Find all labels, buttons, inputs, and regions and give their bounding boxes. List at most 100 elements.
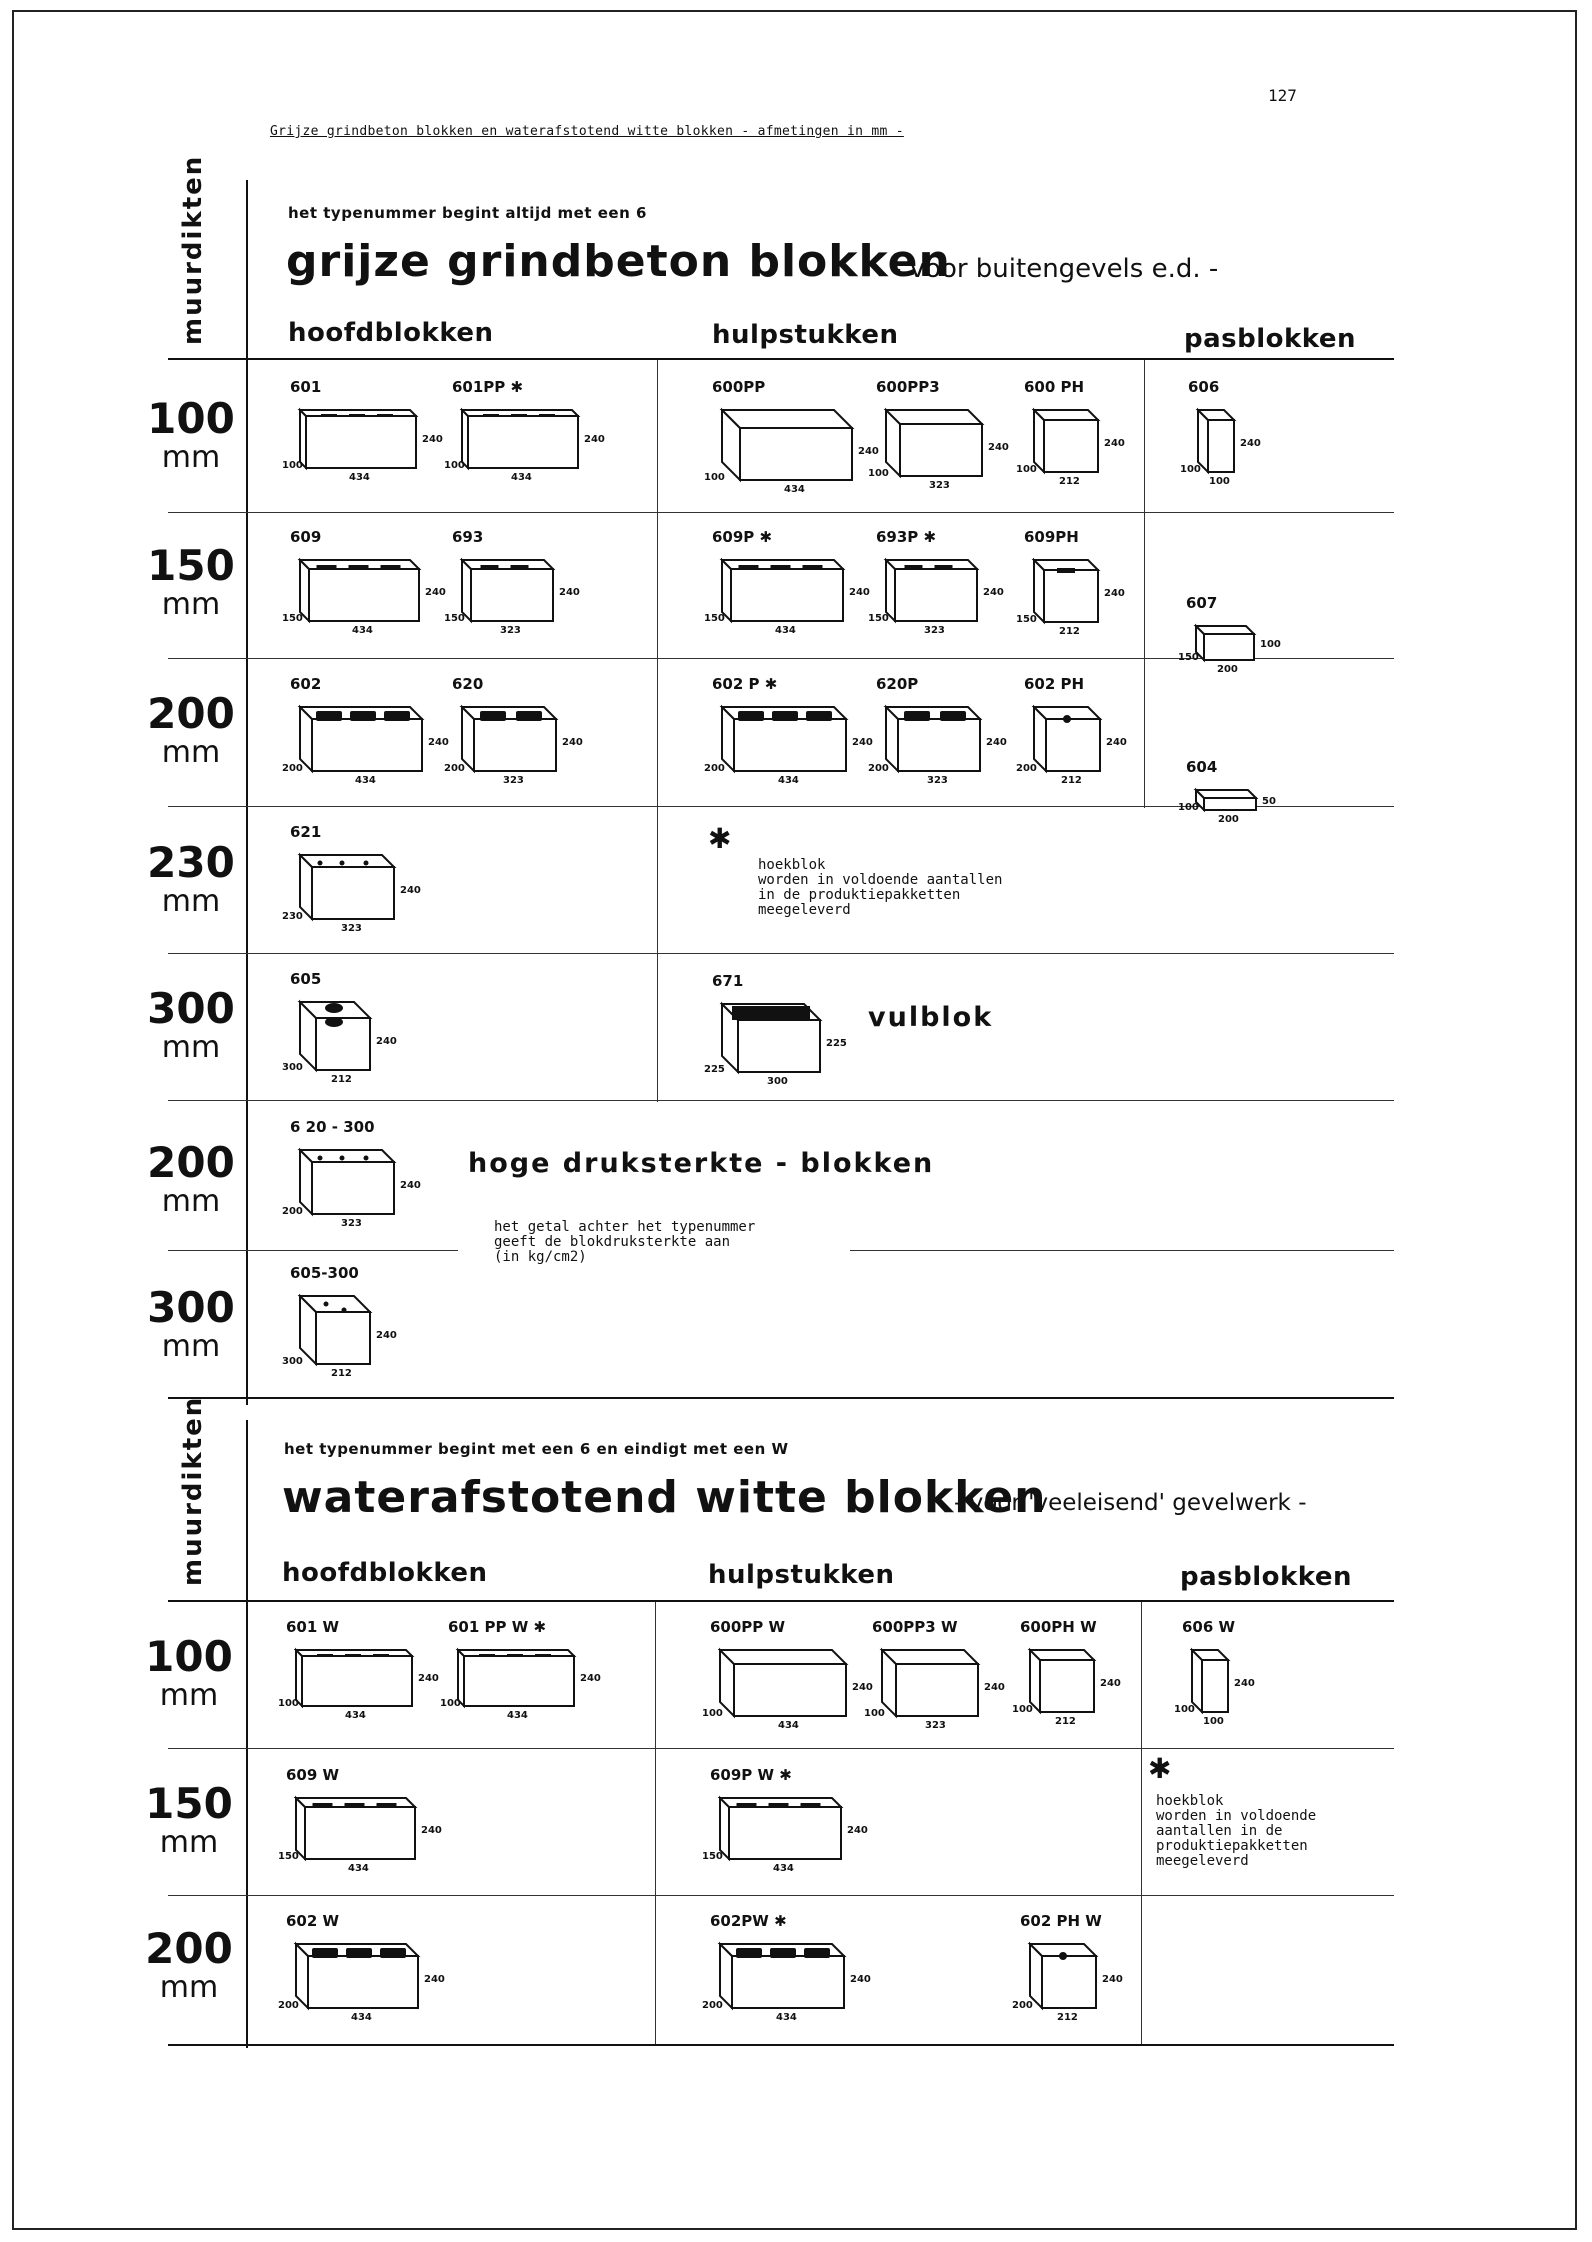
dim-width-b602ph: 212 <box>1061 775 1082 786</box>
block-label-b601: 601 <box>290 378 322 396</box>
section1-col-hoofdblokken: hoofdblokken <box>288 318 494 348</box>
dim-width-b609p: 434 <box>775 625 796 636</box>
dim-depth-b671: 225 <box>704 1064 725 1075</box>
block-drawing-b620_300 <box>297 1147 397 1217</box>
block-label-b671: 671 <box>712 972 744 990</box>
dim-height-b609: 240 <box>425 587 446 598</box>
block-drawing-w609p <box>717 1795 844 1862</box>
dim-width-w609p: 434 <box>773 1863 794 1874</box>
dim-width-b600pp3: 323 <box>929 480 950 491</box>
dim-height-b600ph: 240 <box>1104 438 1125 449</box>
dim-depth-w609: 150 <box>278 1851 299 1862</box>
block-drawing-b600pp <box>719 407 855 483</box>
dim-height-b605: 240 <box>376 1036 397 1047</box>
dim-width-w600ph: 212 <box>1055 1716 1076 1727</box>
dim-height-b609p: 240 <box>849 587 870 598</box>
section1-subtitle: - voor buitengevels e.d. - <box>892 254 1219 284</box>
dim-width-w600pp3: 323 <box>925 1720 946 1731</box>
block-drawing-b601 <box>297 407 419 471</box>
block-drawing-b621 <box>297 852 397 922</box>
block-label-w601: 601 W <box>286 1618 340 1636</box>
block-label-w606: 606 W <box>1182 1618 1236 1636</box>
dim-width-b671: 300 <box>767 1076 788 1087</box>
dim-height-b600pp: 240 <box>858 446 879 457</box>
block-drawing-w601 <box>293 1647 415 1709</box>
dim-depth-b600pp3: 100 <box>868 468 889 479</box>
row-rule <box>168 1748 1394 1749</box>
dim-height-b607: 100 <box>1260 639 1281 650</box>
vulblok-label: vulblok <box>868 1002 994 1033</box>
block-drawing-w602p <box>717 1941 847 2011</box>
dim-height-b601: 240 <box>422 434 443 445</box>
block-label-b605: 605 <box>290 970 322 988</box>
block-label-b620: 620 <box>452 675 484 693</box>
dim-height-b606: 240 <box>1240 438 1261 449</box>
star-marker-2: ✱ <box>1148 1752 1172 1785</box>
dim-depth-b602: 200 <box>282 763 303 774</box>
dim-depth-b693p: 150 <box>868 613 889 624</box>
dim-height-w601pp: 240 <box>580 1673 601 1684</box>
section1-header-rule <box>168 358 1394 360</box>
dim-depth-w601: 100 <box>278 1698 299 1709</box>
dim-height-b620p: 240 <box>986 737 1007 748</box>
dim-depth-b600pp: 100 <box>704 472 725 483</box>
dim-height-w606: 240 <box>1234 1678 1255 1689</box>
row-rule <box>168 1895 1394 1896</box>
dim-depth-b601: 100 <box>282 460 303 471</box>
page-header: Grijze grindbeton blokken en waterafstot… <box>270 124 904 139</box>
block-label-b620p: 620P <box>876 675 919 693</box>
dim-width-b620: 323 <box>503 775 524 786</box>
dim-height-b600pp3: 240 <box>988 442 1009 453</box>
section2-col-hoofdblokken: hoofdblokken <box>282 1558 488 1588</box>
block-label-w601pp: 601 PP W ✱ <box>448 1618 547 1636</box>
block-drawing-b604 <box>1193 787 1259 813</box>
dim-height-w600pp: 240 <box>852 1682 873 1693</box>
side-label-muurdikten: muurdikten <box>178 154 208 345</box>
block-label-b607: 607 <box>1186 594 1218 612</box>
dim-depth-w602ph: 200 <box>1012 2000 1033 2011</box>
block-drawing-b606 <box>1195 407 1237 475</box>
dim-depth-b609ph: 150 <box>1016 614 1037 625</box>
block-label-b600pp3: 600PP3 <box>876 378 940 396</box>
hoge-druksterkte-note: het getal achter het typenummer geeft de… <box>494 1219 756 1265</box>
dim-height-w602p: 240 <box>850 1974 871 1985</box>
dim-depth-b604: 100 <box>1178 802 1199 813</box>
hoekblok-note-2: hoekblok worden in voldoende aantallen i… <box>1156 1793 1317 1869</box>
dim-width-w601pp: 434 <box>507 1710 528 1721</box>
dim-depth-b620p: 200 <box>868 763 889 774</box>
block-label-b693: 693 <box>452 528 484 546</box>
dim-depth-b607: 150 <box>1178 652 1199 663</box>
dim-width-b693: 323 <box>500 625 521 636</box>
block-drawing-b600pp3 <box>883 407 985 479</box>
row-rule <box>168 512 1394 513</box>
column-divider <box>1144 360 1145 808</box>
section2-intro: het typenummer begint met een 6 en eindi… <box>284 1440 789 1458</box>
page-frame <box>12 10 1577 2230</box>
dim-height-b602p: 240 <box>852 737 873 748</box>
section2-title: waterafstotend witte blokken <box>282 1472 1047 1523</box>
block-label-w600pp: 600PP W <box>710 1618 786 1636</box>
star-marker: ✱ <box>708 822 732 855</box>
dim-width-b604: 200 <box>1218 814 1239 825</box>
block-drawing-b602 <box>297 704 425 774</box>
left-column-divider <box>246 180 248 1405</box>
dim-depth-b602ph: 200 <box>1016 763 1037 774</box>
block-drawing-b609 <box>297 557 422 624</box>
dim-width-b600ph: 212 <box>1059 476 1080 487</box>
block-label-b620_300: 6 20 - 300 <box>290 1118 375 1136</box>
column-divider <box>657 360 658 1102</box>
dim-width-b693p: 323 <box>924 625 945 636</box>
dim-depth-b609: 150 <box>282 613 303 624</box>
left-column-divider-2 <box>246 1420 248 2048</box>
block-drawing-b609p <box>719 557 846 624</box>
block-label-b604: 604 <box>1186 758 1218 776</box>
block-label-b602p: 602 P ✱ <box>712 675 778 693</box>
block-label-b609ph: 609PH <box>1024 528 1079 546</box>
block-label-w602ph: 602 PH W <box>1020 1912 1102 1930</box>
dim-width-w602p: 434 <box>776 2012 797 2023</box>
dim-depth-b606: 100 <box>1180 464 1201 475</box>
